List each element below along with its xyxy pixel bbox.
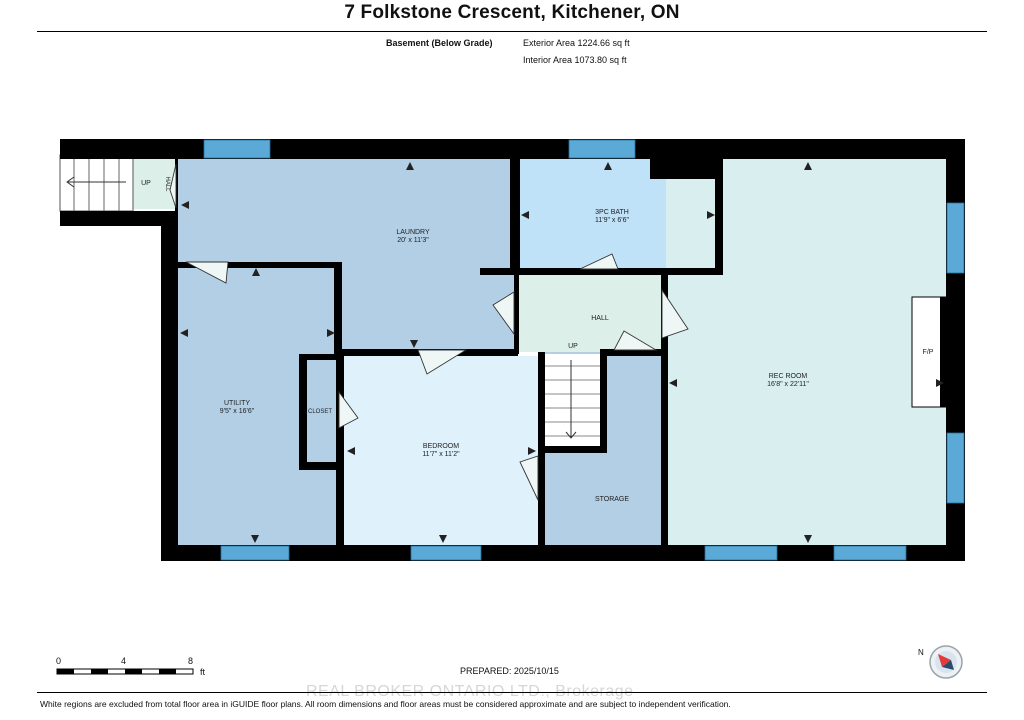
level-name: Basement (Below Grade) bbox=[386, 38, 493, 48]
hall-label: HALL bbox=[591, 315, 609, 322]
windows bbox=[203, 139, 965, 561]
fireplace-label: F/P bbox=[923, 349, 934, 356]
room-bedroom bbox=[344, 356, 542, 546]
bedroom-label: BEDROOM bbox=[423, 443, 459, 450]
bath-dims: 11'9" x 6'6" bbox=[595, 217, 629, 224]
floor-plan: LAUNDRY 20' x 11'3" 3PC BATH 11'9" x 6'6… bbox=[59, 139, 965, 561]
rec-label: REC ROOM bbox=[769, 373, 808, 380]
scale-graphic bbox=[56, 668, 194, 675]
bedroom-dims: 11'7" x 11'2" bbox=[422, 451, 460, 458]
watermark: REAL BROKER ONTARIO LTD., Brokerage bbox=[306, 683, 634, 700]
compass-icon bbox=[929, 645, 963, 679]
prepared-date: PREPARED: 2025/10/15 bbox=[460, 666, 559, 676]
title-rule bbox=[37, 31, 987, 32]
doors bbox=[169, 163, 689, 501]
laundry-label: LAUNDRY bbox=[396, 229, 430, 236]
interior-area: Interior Area 1073.80 sq ft bbox=[523, 55, 627, 65]
room-hall-left bbox=[133, 157, 175, 209]
room-hall-center bbox=[516, 274, 664, 352]
scale-bar: 0 4 8 ft bbox=[56, 656, 226, 680]
room-closet bbox=[304, 360, 336, 460]
compass: N bbox=[918, 644, 968, 680]
room-rec bbox=[666, 159, 948, 546]
scale-label-8: 8 bbox=[188, 656, 194, 666]
bath-label: 3PC BATH bbox=[595, 209, 629, 216]
center-stairs bbox=[544, 354, 602, 446]
hall-left-label: HALL bbox=[164, 176, 170, 192]
exterior-area: Exterior Area 1224.66 sq ft bbox=[523, 38, 630, 48]
utility-label: UTILITY bbox=[224, 400, 250, 407]
scale-label-4: 4 bbox=[121, 656, 127, 666]
utility-dims: 9'5" x 16'6" bbox=[220, 408, 255, 415]
footer-disclaimer: White regions are excluded from total fl… bbox=[40, 699, 731, 709]
scale-unit: ft bbox=[200, 667, 206, 677]
center-stair-up: UP bbox=[568, 343, 578, 350]
footer-rule bbox=[37, 692, 987, 693]
entry-stairs bbox=[59, 154, 134, 212]
north-label: N bbox=[918, 648, 924, 657]
storage-label: STORAGE bbox=[595, 496, 629, 503]
dimension-arrows bbox=[180, 162, 944, 543]
scale-label-0: 0 bbox=[56, 656, 62, 666]
rec-dims: 16'8" x 22'11" bbox=[767, 381, 809, 388]
laundry-dims: 20' x 11'3" bbox=[397, 237, 429, 244]
closet-label: CLOSET bbox=[308, 409, 332, 415]
page-title: 7 Folkstone Crescent, Kitchener, ON bbox=[344, 2, 680, 23]
entry-stair-up: UP bbox=[141, 180, 151, 187]
